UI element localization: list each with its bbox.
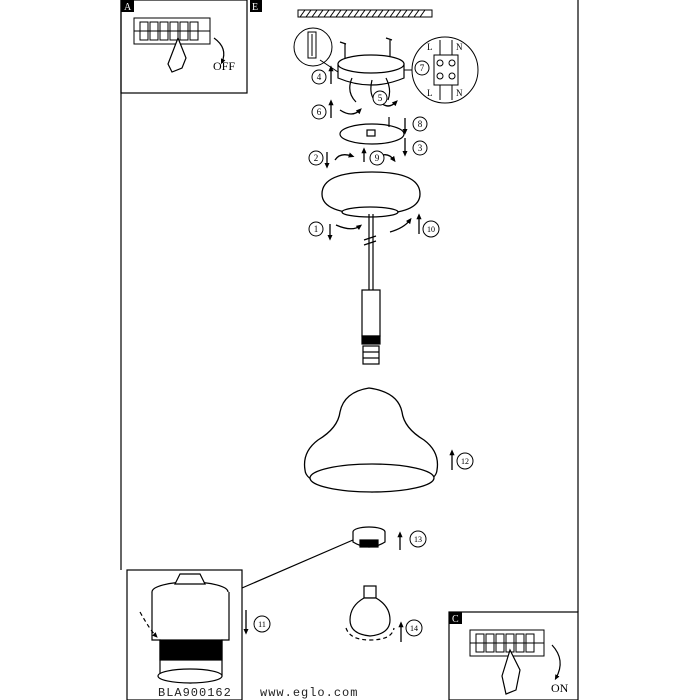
panel-a-letter: A [124, 2, 132, 13]
terminal-bottom-n: N [456, 88, 463, 98]
step-3-number: 3 [418, 143, 423, 153]
ceiling-icon [297, 9, 433, 18]
step-1-marker [308, 221, 324, 237]
step-14-number: 14 [410, 624, 418, 633]
step-7-marker [414, 60, 430, 76]
step-6-marker [311, 104, 327, 120]
step-13-number: 13 [414, 535, 422, 544]
panel-c-switch-on: C ON [448, 611, 579, 700]
terminal-top-n: N [456, 42, 463, 52]
direction-arrows [243, 65, 455, 642]
hand-icon [167, 36, 187, 73]
step-12-number: 12 [461, 457, 469, 466]
step-2-number: 2 [314, 153, 319, 163]
model-code: BLA900162 [158, 686, 232, 700]
fuse-box-on-icon [469, 629, 545, 657]
canopy-cover-icon [321, 171, 421, 218]
step-1-number: 1 [314, 224, 319, 234]
step-12-marker [456, 452, 474, 470]
terminal-bottom-l: L [427, 88, 433, 98]
panel-c-letter: C [452, 614, 459, 625]
panel-e-letter: E [252, 2, 258, 13]
socket-ring-icon [352, 526, 386, 548]
rotate-arrow-icon [213, 37, 226, 65]
cable-socket-icon [361, 214, 381, 365]
fuse-box-icon [133, 17, 211, 45]
step-11-number: 11 [258, 620, 266, 629]
step-9-marker [369, 150, 385, 166]
bulb-icon [345, 585, 395, 641]
step-4-marker [311, 69, 327, 85]
lamp-shade-icon [303, 387, 439, 493]
step-markers [253, 60, 474, 637]
step-7-number: 7 [420, 63, 425, 73]
step-11-marker [253, 615, 271, 633]
step-5-number: 5 [378, 93, 383, 103]
step-2-marker [308, 150, 324, 166]
page-frame [120, 0, 579, 612]
step-10-marker [422, 220, 440, 238]
step-4-number: 4 [317, 72, 322, 82]
switch-off-label: OFF [213, 59, 235, 73]
step-9-number: 9 [375, 153, 380, 163]
panel-a-switch-off: A OFF [120, 0, 248, 94]
step-numbers: 1 2 3 4 5 6 7 8 9 10 11 12 13 14 [258, 63, 469, 633]
screw-dowel-icon [293, 27, 339, 73]
terminal-top-l: L [427, 42, 433, 52]
step-8-number: 8 [418, 119, 423, 129]
footer: BLA900162 www.eglo.com [158, 686, 378, 700]
website-link[interactable]: www.eglo.com [260, 686, 359, 700]
step-13-marker [409, 530, 427, 548]
step-6-number: 6 [317, 107, 322, 117]
step-3-marker [412, 140, 428, 156]
switch-on-label: ON [551, 681, 569, 695]
step-5-marker [372, 90, 388, 106]
step-14-marker [405, 619, 423, 637]
mounting-plate-icon [339, 117, 405, 145]
canopy-base-icon [337, 37, 405, 105]
step-8-marker [412, 116, 428, 132]
panel-e: E [250, 0, 262, 13]
socket-detail-panel [126, 539, 354, 700]
hand-on-icon [501, 648, 521, 695]
terminal-block-detail [404, 36, 479, 104]
rotate-arrow-on-icon [551, 644, 561, 681]
step-10-number: 10 [427, 225, 435, 234]
